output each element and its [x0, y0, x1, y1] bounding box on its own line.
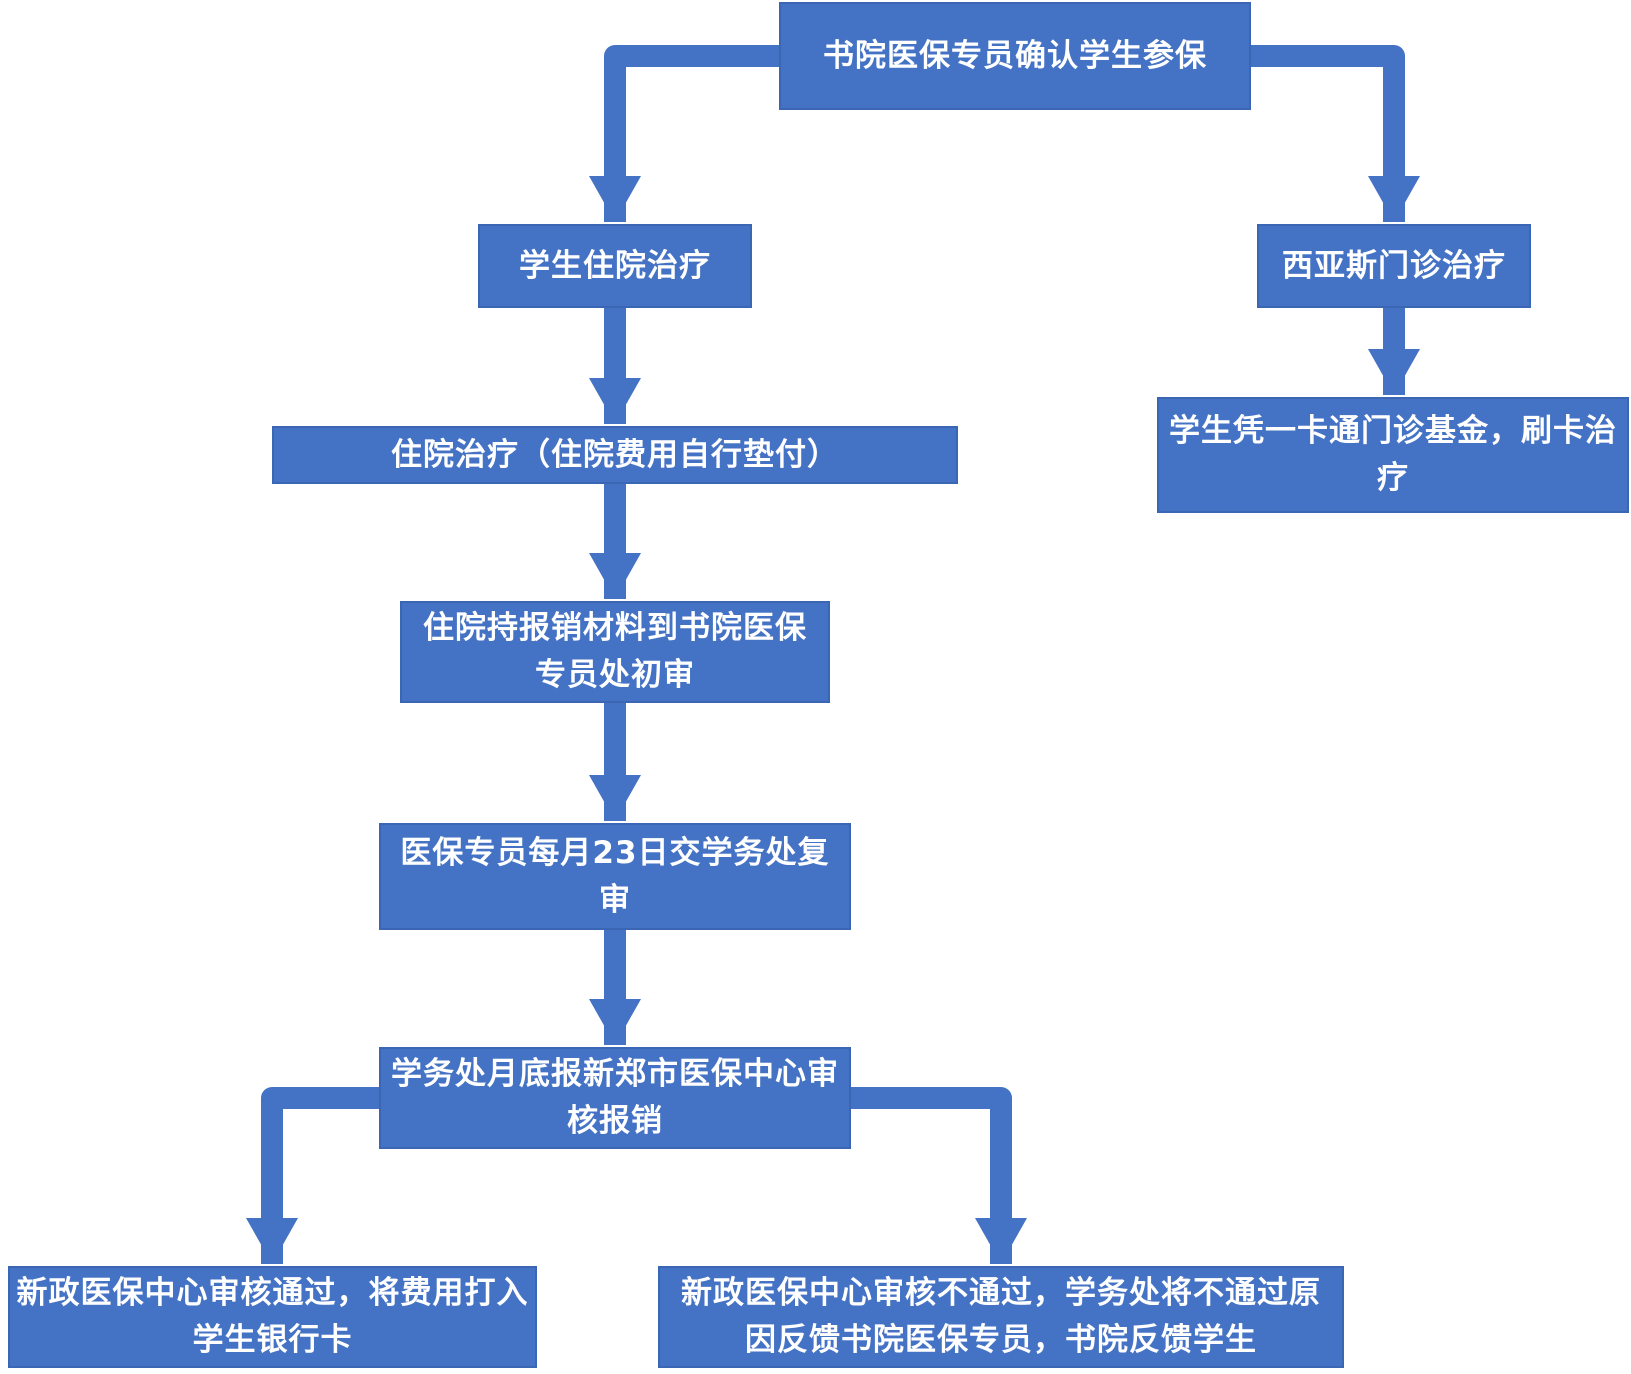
node-audit-approved: 新政医保中心审核通过，将费用打入学生银行卡	[8, 1266, 537, 1368]
node-secondary-review-text: 医保专员每月23日交学务处复审	[400, 834, 830, 918]
node-self-paid-hospitalization-text: 住院治疗（住院费用自行垫付）	[391, 436, 839, 473]
edge-n1-n2	[589, 45, 779, 222]
node-confirm-enrollment-text: 书院医保专员确认学生参保	[823, 37, 1207, 74]
node-secondary-review: 医保专员每月23日交学务处复审	[379, 823, 851, 930]
node-initial-review: 住院持报销材料到书院医保专员处初审	[400, 601, 830, 703]
node-inpatient-treatment-text: 学生住院治疗	[519, 247, 711, 284]
node-outpatient-treatment-text: 西亚斯门诊治疗	[1282, 247, 1506, 284]
edge-n1-n3	[1251, 45, 1420, 222]
node-center-audit: 学务处月底报新郑市医保中心审核报销	[379, 1047, 851, 1149]
node-self-paid-hospitalization: 住院治疗（住院费用自行垫付）	[272, 426, 958, 484]
node-confirm-enrollment: 书院医保专员确认学生参保	[779, 2, 1251, 110]
edge-n8-n9	[246, 1087, 379, 1264]
node-initial-review-text: 住院持报销材料到书院医保专员处初审	[423, 610, 807, 693]
node-inpatient-treatment: 学生住院治疗	[478, 224, 752, 308]
node-audit-approved-text: 新政医保中心审核通过，将费用打入学生银行卡	[16, 1275, 529, 1358]
node-center-audit-text: 学务处月底报新郑市医保中心审核报销	[391, 1056, 839, 1139]
node-card-swipe-treatment-text: 学生凭一卡通门诊基金，刷卡治疗	[1169, 413, 1617, 496]
edge-n8-n10	[851, 1087, 1027, 1264]
node-outpatient-treatment: 西亚斯门诊治疗	[1257, 224, 1531, 308]
node-audit-rejected-text: 新政医保中心审核不通过，学务处将不通过原因反馈书院医保专员，书院反馈学生	[681, 1275, 1321, 1358]
node-audit-rejected: 新政医保中心审核不通过，学务处将不通过原因反馈书院医保专员，书院反馈学生	[658, 1266, 1344, 1368]
node-card-swipe-treatment: 学生凭一卡通门诊基金，刷卡治疗	[1157, 397, 1629, 513]
